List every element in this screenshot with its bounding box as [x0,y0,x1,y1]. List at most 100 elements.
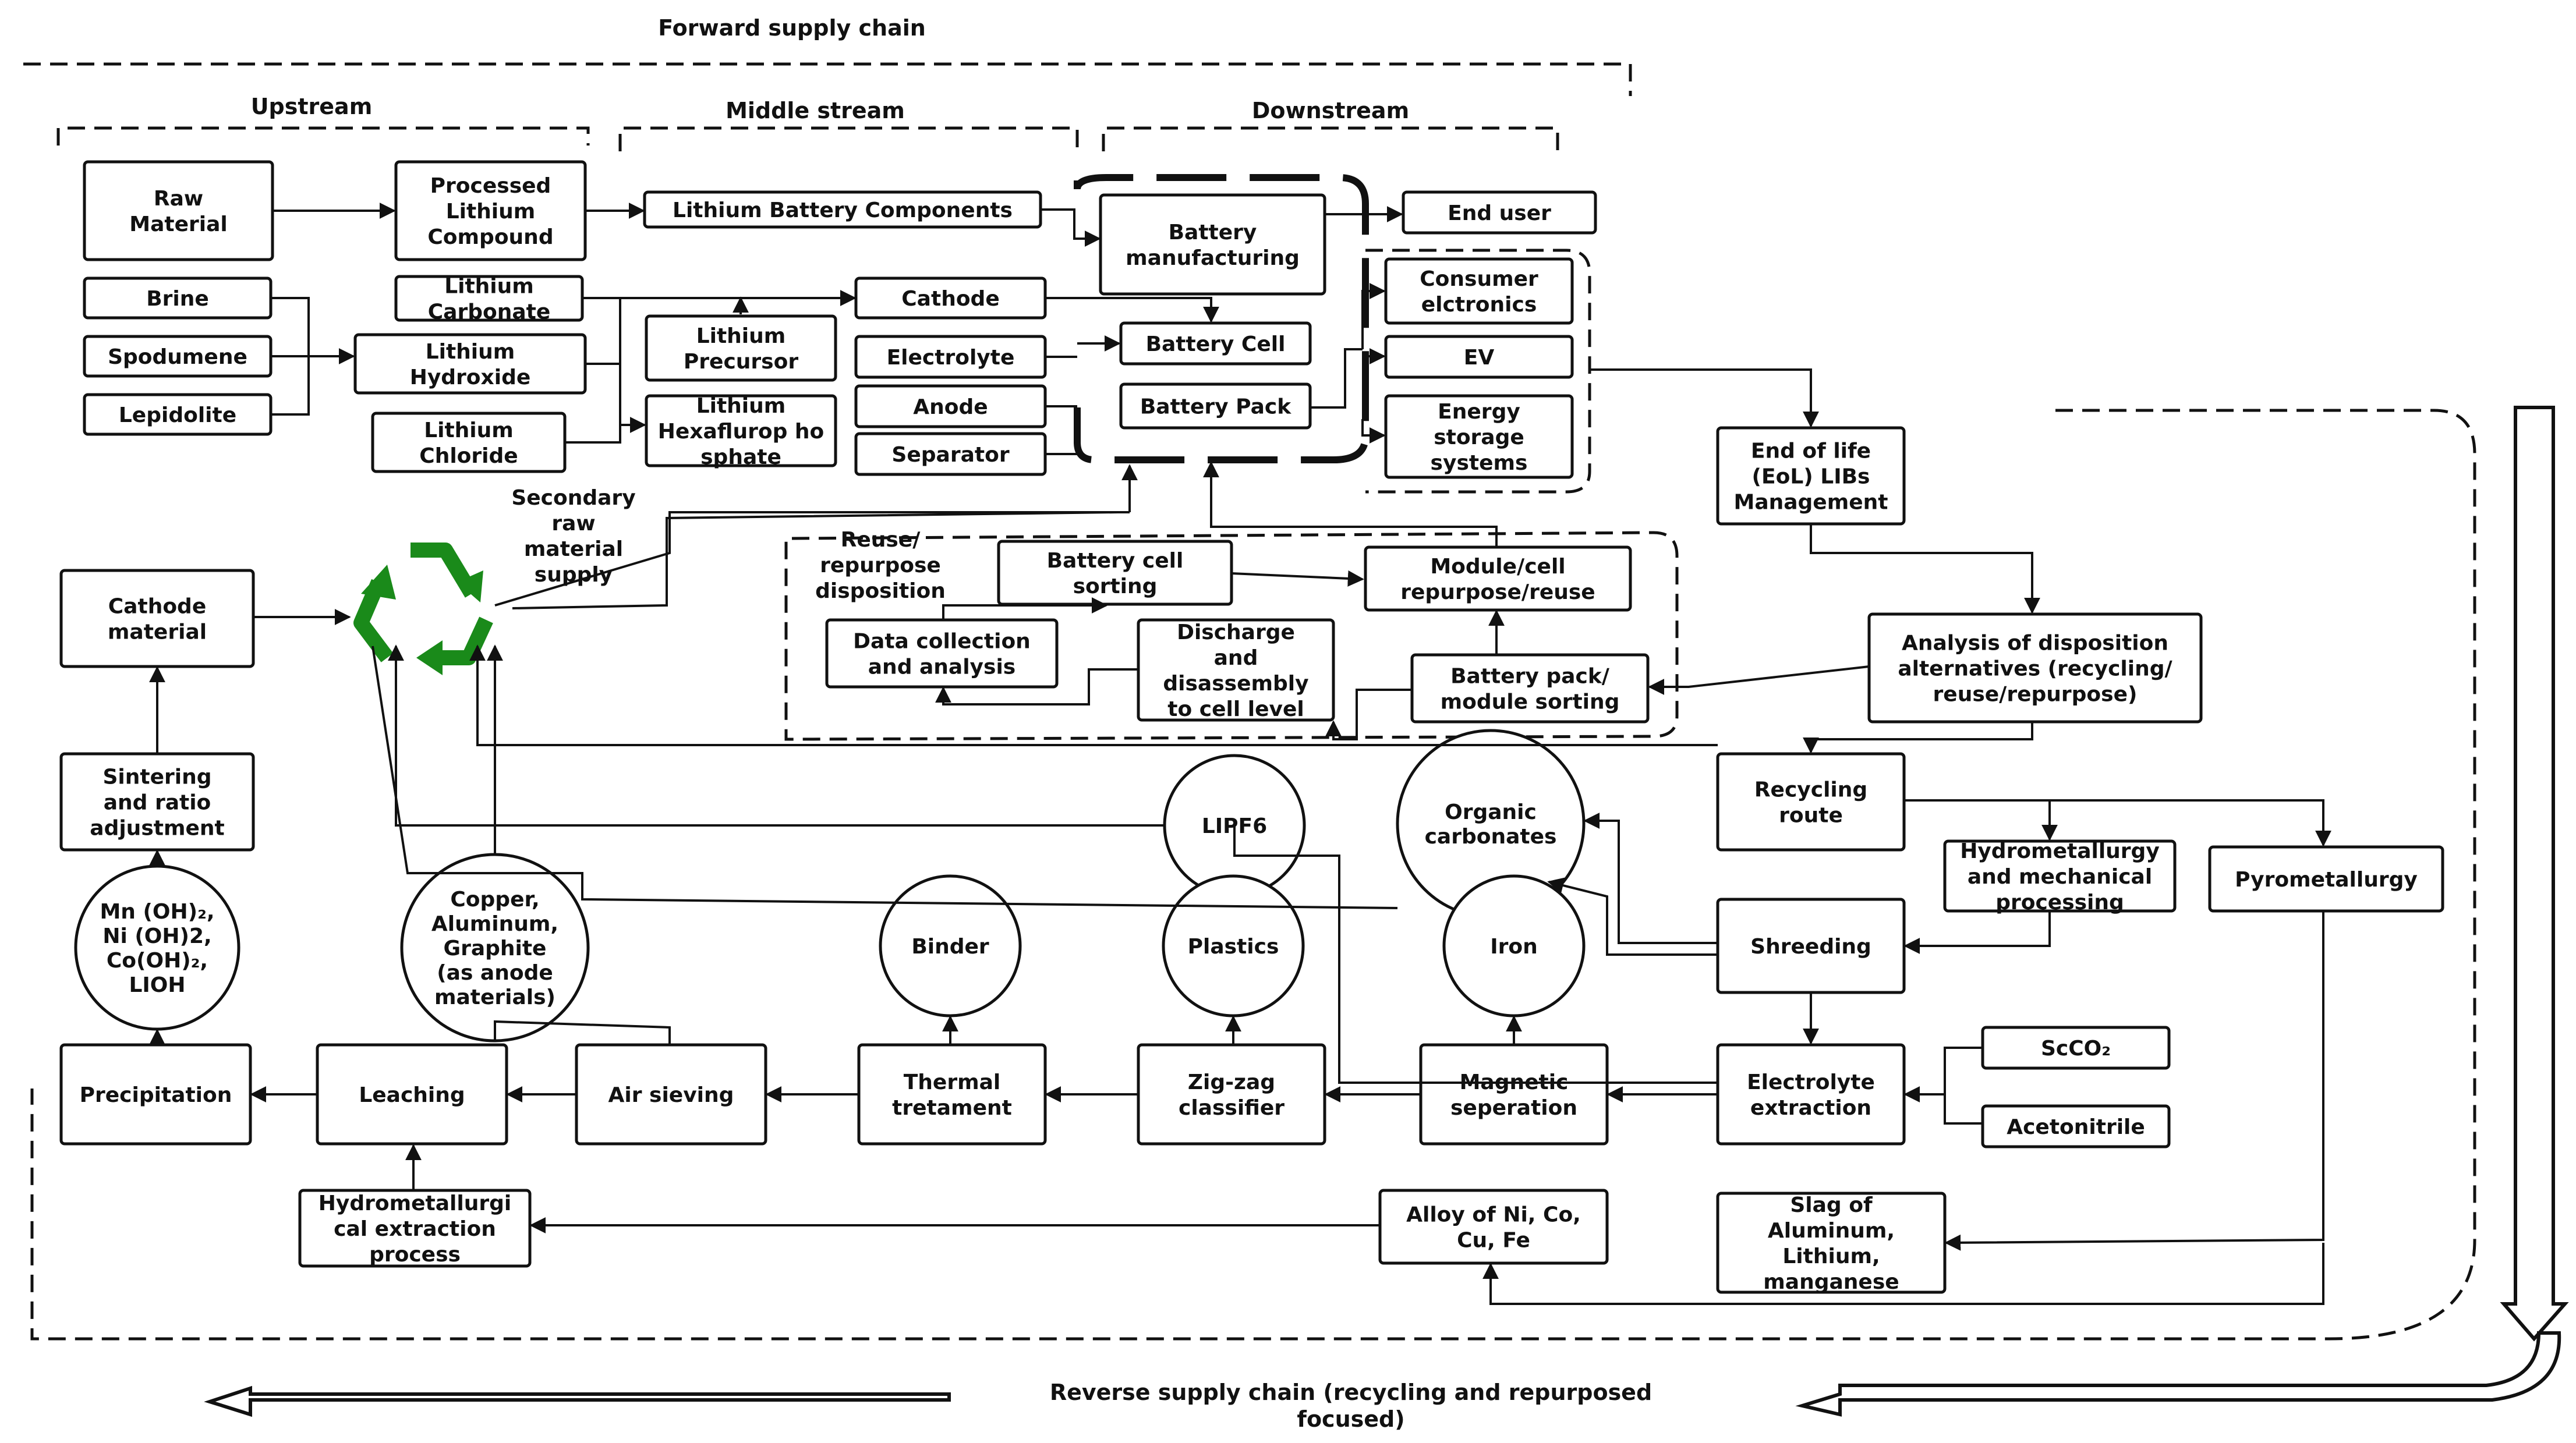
alloy-label: Cu, Fe [1457,1229,1530,1253]
separator-label: Separator [891,443,1009,467]
hydrometallurgy-label: processing [1995,891,2124,914]
lithium-chloride-label: Chloride [419,444,518,468]
middle-stream-title: Middle stream [726,98,905,123]
processed-lithium-label: Processed [430,174,551,198]
connector-arrow [1361,283,1386,349]
ev-label: EV [1464,346,1495,370]
eol-label: Management [1734,491,1888,515]
discharge-label: disassembly [1163,672,1308,696]
lithium-hexafluro-box [645,394,837,467]
secondary-supply-label: material [524,537,623,561]
forward-frame [23,62,1632,96]
shreeding-label: Shreeding [1750,935,1871,959]
connector-arrow [1810,524,2040,614]
reverse-chain-title: Reverse supply chain (recycling and repu… [1050,1380,1652,1405]
copper-label: Copper, [450,888,539,912]
zigzag-label: Zig-zag [1188,1070,1275,1094]
connector-arrow [565,297,621,444]
connector-arrow [371,646,1398,909]
raw-material-label: Raw [154,187,203,211]
connector-arrow [388,644,1165,827]
lithium-hexafluro-label: Hexaflurop ho [658,420,825,444]
energy-storage-label: Energy [1438,400,1520,424]
battery-manufacturing-label: Battery [1169,221,1257,244]
left-flow-arrow [204,1385,951,1417]
connector-arrow [512,511,1119,609]
connector-arrow [1648,665,1870,695]
lithium-hexafluro-label: Lithium [696,394,786,418]
slag-label: Slag of [1790,1193,1873,1217]
zigzag-box [1137,1043,1326,1146]
connector-arrow [1944,911,2324,1251]
slag-label: Aluminum, [1768,1219,1895,1243]
organic-label: carbonates [1425,825,1557,849]
magnetic-box [1419,1043,1609,1146]
battery-pack-label: Battery Pack [1140,395,1291,419]
pack-sorting-box [1410,653,1650,724]
battery-manufacturing-box [1099,193,1326,296]
processed-lithium-label: Compound [427,225,553,249]
downstream-frame [1102,126,1559,151]
eol-label: (EoL) LIBs [1752,465,1870,489]
connector-arrow [1482,1243,2324,1305]
battery-cell-sorting-label: sorting [1073,575,1158,598]
brine-label: Brine [146,287,209,311]
consumer-electronics-box [1384,257,1574,325]
discharge-label: Discharge [1177,621,1295,644]
analysis-box [1867,612,2203,724]
recycle-icon [353,543,493,675]
connector-arrow [1045,297,1219,323]
hydrometallurgy-label: and mechanical [1968,865,2152,889]
lepidolite-label: Lepidolite [119,403,236,427]
module-repurpose-label: repurpose/reuse [1400,580,1595,604]
energy-storage-label: systems [1431,451,1528,475]
forward-chain-title: Forward supply chain [658,15,926,41]
precipitation-label: Precipitation [80,1083,232,1107]
lithium-carbonate-label: Carbonate [428,300,551,324]
connector-arrow [1547,877,1718,956]
analysis-label: reuse/repurpose) [1933,683,2138,707]
lithium-precursor-label: Precursor [684,350,798,374]
connector-arrow [1590,368,1819,428]
analysis-label: Analysis of disposition [1902,632,2168,655]
reuse-frame [784,531,1679,741]
acetonitrile-label: Acetonitrile [2007,1115,2145,1139]
lithium-components-label: Lithium Battery Components [673,198,1013,222]
electrolyte-extraction-box [1716,1043,1906,1146]
analysis-label: alternatives (recycling/ [1898,657,2172,681]
connector-arrow [1203,461,1498,547]
manufacturing-frame [1074,174,1369,463]
lithium-chloride-label: Lithium [424,419,514,442]
reuse-disposition-label: repurpose [820,554,941,577]
connector-arrow [1904,799,2058,841]
battery-cell-sorting-box [997,540,1233,606]
connector-arrow [1325,689,1412,740]
cathode-label: Cathode [901,287,999,311]
recycling-route-label: route [1779,804,1843,828]
reverse-frame [30,409,2476,1341]
ev-box [1384,335,1574,379]
mn-label: Co(OH)₂, [107,949,208,973]
connector-arrow [1803,722,2033,754]
acetonitrile-box [1981,1104,2171,1148]
upstream-title: Upstream [251,94,373,119]
iron-label: Iron [1490,935,1538,959]
alloy-label: Alloy of Ni, Co, [1406,1203,1581,1227]
end-user-box [1402,190,1597,235]
sintering-label: Sintering [102,765,211,789]
consumer-electronics-label: elctronics [1421,293,1537,317]
copper-label: Aluminum, [431,912,558,936]
thermal-label: tretament [892,1096,1012,1120]
eol-label: End of life [1751,439,1871,463]
end-use-frame [1365,249,1591,494]
curved-flow-arrow [1795,1331,2561,1417]
lithium-precursor-label: Lithium [696,324,786,348]
upstream-frame [56,126,590,146]
hydrometallurgy-box [1943,839,2177,913]
scco2-label: ScCO₂ [2041,1037,2111,1061]
discharge-label: to cell level [1167,697,1304,721]
connector-arrow [1310,348,1363,409]
downward-flow-arrow [2500,406,2569,1342]
slag-label: Lithium, [1782,1245,1880,1268]
